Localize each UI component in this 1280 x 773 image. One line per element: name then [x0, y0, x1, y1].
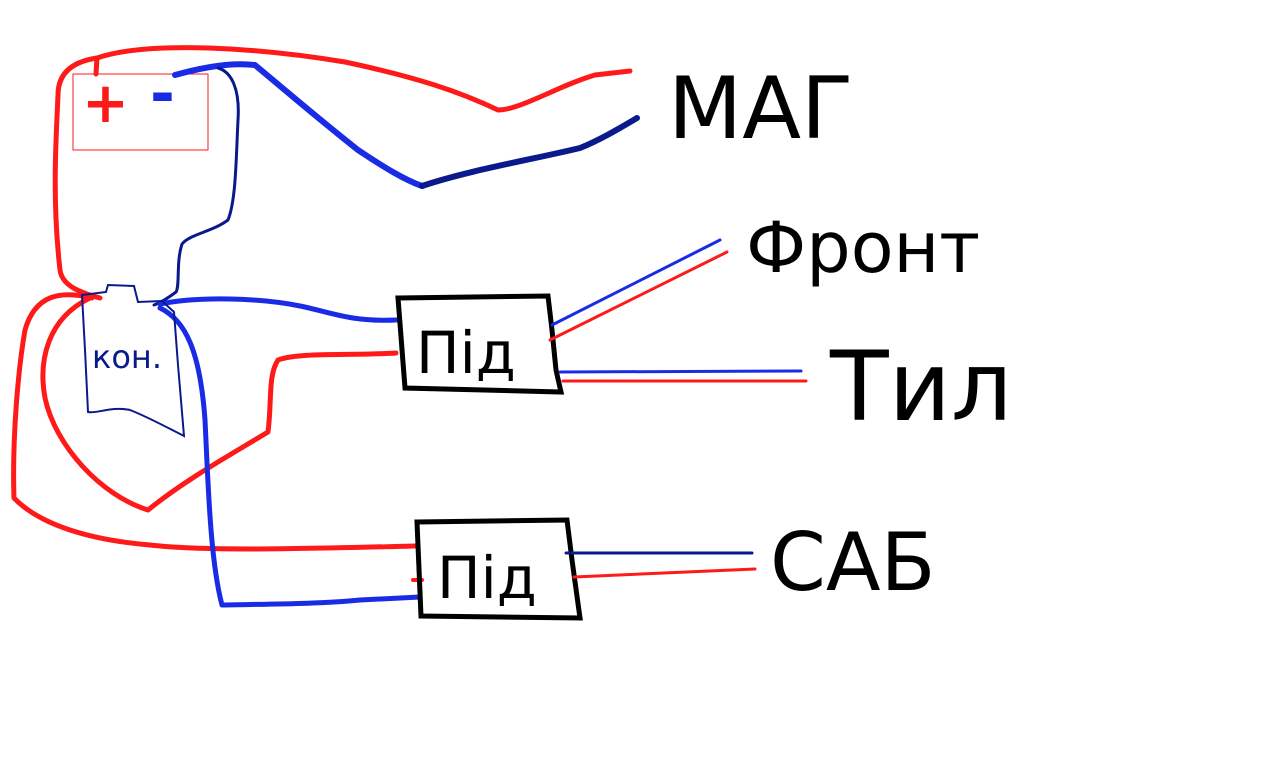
wire-positive-loop-outer: [11, 292, 418, 552]
capacitor-outline: [80, 283, 186, 438]
positive-wires: [11, 45, 633, 582]
negative-wires: [152, 61, 640, 608]
battery-box: [72, 73, 209, 151]
output-labels: МАГ Фронт Тил САБ: [668, 59, 1012, 609]
label-sub: САБ: [770, 516, 935, 609]
amplifier-1-box: [395, 293, 565, 395]
wire-positive-to-mag: [93, 45, 633, 113]
label-front: Фронт: [746, 207, 980, 289]
wire-front-negative: [550, 238, 722, 327]
amplifier-1: Під: [395, 293, 565, 395]
wire-negative-to-amp-2: [157, 305, 423, 608]
amplifier-2-box: [414, 517, 583, 621]
wire-sub-positive: [572, 567, 757, 579]
label-rear: Тил: [829, 331, 1012, 443]
battery-minus-terminal: -: [150, 59, 175, 129]
wire-negative-battery-to-capacitor: [152, 66, 240, 307]
wire-negative-to-mag-end: [419, 115, 640, 189]
capacitor-label: кон.: [92, 338, 162, 376]
wire-front-positive: [548, 250, 729, 342]
output-wires: [548, 238, 808, 579]
battery: + -: [72, 59, 209, 151]
battery-plus-terminal: +: [82, 71, 129, 136]
amplifier-2: Під: [414, 517, 583, 621]
amplifier-2-label: Під: [437, 544, 537, 612]
wire-positive-to-amp-1: [40, 295, 399, 513]
amplifier-1-label: Під: [416, 319, 516, 387]
wire-positive-battery-to-capacitor: [52, 55, 103, 301]
wire-rear-negative: [558, 369, 803, 374]
wire-negative-to-mag: [172, 61, 425, 189]
label-mag: МАГ: [668, 59, 853, 159]
capacitor: кон.: [80, 283, 186, 438]
wire-negative-to-amp-1: [157, 296, 399, 323]
